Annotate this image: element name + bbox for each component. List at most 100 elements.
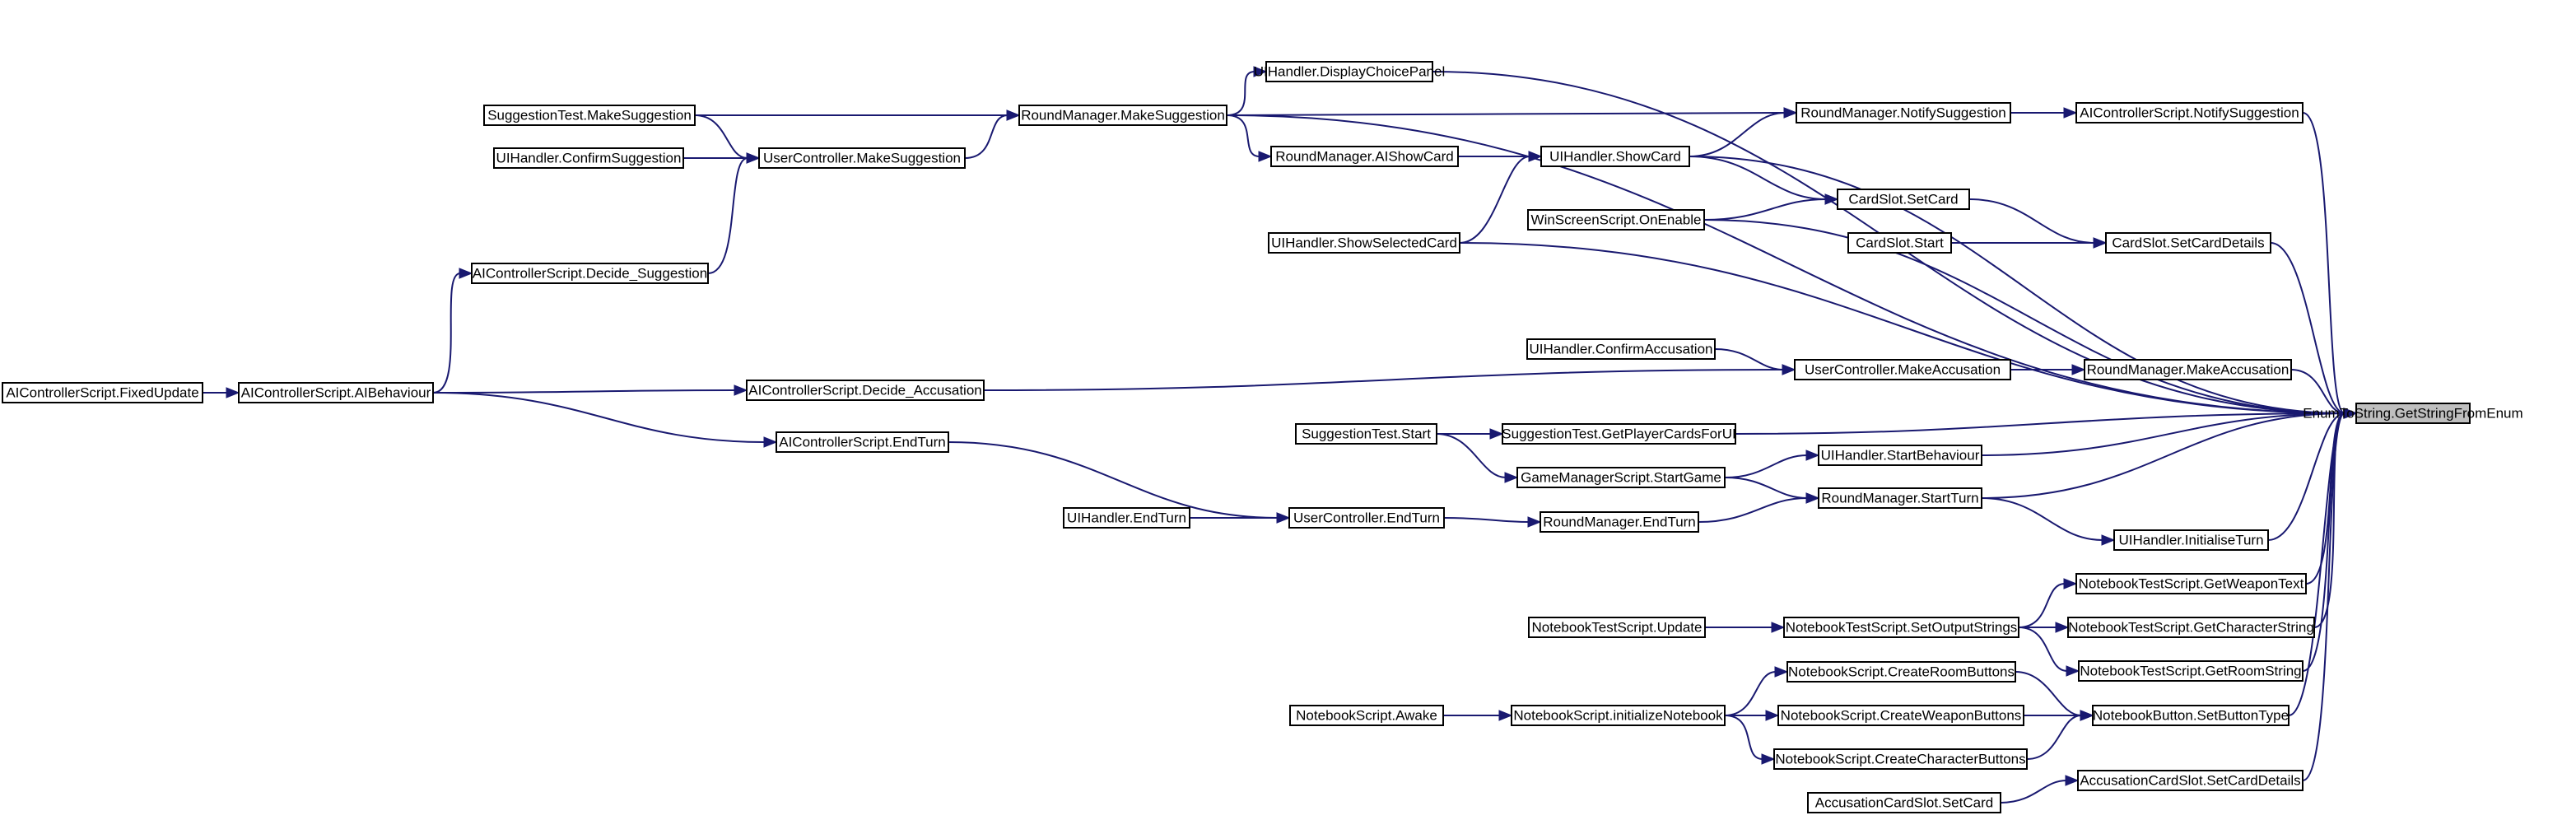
node-label-rmns: RoundManager.NotifySuggestion [1800, 105, 2006, 121]
node-nsin[interactable]: NotebookScript.initializeNotebook [1511, 705, 1726, 726]
edge-ntgw-to-root [2305, 412, 2345, 585]
node-box-ntup [1528, 617, 1706, 638]
node-uiet[interactable]: UIHandler.EndTurn [1063, 507, 1190, 529]
node-nscr[interactable]: NotebookScript.CreateRoomButtons [1786, 661, 2016, 683]
node-acns[interactable]: AIControllerScript.NotifySuggestion [2075, 102, 2303, 123]
node-nscc[interactable]: NotebookScript.CreateCharacterButtons [1773, 748, 2028, 770]
node-box-csscd [2105, 232, 2271, 254]
node-box-root [2355, 403, 2471, 424]
node-box-ntgc [2067, 617, 2315, 638]
edge-acds-to-ucms [707, 157, 748, 274]
edge-gmsg-to-rmst [1724, 477, 1808, 499]
node-box-nscw [1777, 705, 2024, 726]
edge-nsin-to-nscc [1724, 715, 1763, 760]
node-ucms[interactable]: UserController.MakeSuggestion [758, 147, 966, 169]
node-acab[interactable]: AIControllerScript.AIBehaviour [238, 382, 434, 403]
node-box-rmma [2084, 359, 2292, 380]
arrowhead-acscd-to-root [2343, 408, 2358, 419]
node-box-ntso [1783, 617, 2019, 638]
edge-csscd-to-root [2270, 242, 2345, 414]
node-label-gmsg: GameManagerScript.StartGame [1521, 470, 1721, 486]
node-uisc[interactable]: UIHandler.ShowCard [1540, 146, 1690, 167]
node-box-dcp [1265, 61, 1433, 82]
node-label-rmst: RoundManager.StartTurn [1821, 491, 1978, 506]
node-acet[interactable]: AIControllerScript.EndTurn [776, 431, 949, 453]
node-uiit[interactable]: UIHandler.InitialiseTurn [2113, 529, 2269, 551]
arrowhead-nsin-to-nscr [1774, 666, 1789, 678]
node-box-nbsb [2092, 705, 2290, 726]
node-box-stgp [1502, 423, 1736, 445]
node-rmms[interactable]: RoundManager.MakeSuggestion [1018, 105, 1227, 126]
node-label-acns: AIControllerScript.NotifySuggestion [2080, 105, 2299, 121]
node-ntgw[interactable]: NotebookTestScript.GetWeaponText [2075, 573, 2307, 594]
node-ucma[interactable]: UserController.MakeAccusation [1794, 359, 2011, 380]
node-rmns[interactable]: RoundManager.NotifySuggestion [1796, 102, 2011, 123]
node-box-stms [483, 105, 696, 126]
node-ntgc[interactable]: NotebookTestScript.GetCharacterString [2067, 617, 2315, 638]
node-label-stms: SuggestionTest.MakeSuggestion [487, 108, 692, 123]
node-ntup[interactable]: NotebookTestScript.Update [1528, 617, 1706, 638]
node-rmma[interactable]: RoundManager.MakeAccusation [2084, 359, 2292, 380]
arrowhead-stst-to-stgp [1489, 428, 1504, 440]
node-root[interactable]: EnumToString.GetStringFromEnum [2303, 403, 2523, 424]
node-nbsb[interactable]: NotebookButton.SetButtonType [2092, 705, 2290, 726]
node-cssc[interactable]: CardSlot.SetCard [1837, 189, 1970, 210]
node-label-uiet: UIHandler.EndTurn [1067, 510, 1186, 526]
node-uisb[interactable]: UIHandler.StartBehaviour [1818, 445, 1982, 466]
node-box-uissc [1268, 232, 1460, 254]
node-box-nscr [1786, 661, 2016, 683]
node-uica[interactable]: UIHandler.ConfirmAccusation [1526, 338, 1716, 360]
node-rmst[interactable]: RoundManager.StartTurn [1818, 487, 1982, 509]
arrowhead-acssc-to-acscd [2065, 775, 2080, 786]
node-acds[interactable]: AIControllerScript.Decide_Suggestion [471, 263, 709, 284]
node-label-nbsb: NotebookButton.SetButtonType [2093, 708, 2289, 724]
edge-stst-to-gmsg [1436, 433, 1507, 478]
node-label-rmma: RoundManager.MakeAccusation [2087, 362, 2290, 378]
node-box-uisb [1818, 445, 1982, 466]
node-box-acda [746, 380, 985, 401]
node-ucet[interactable]: UserController.EndTurn [1288, 507, 1445, 529]
node-acfu[interactable]: AIControllerScript.FixedUpdate [2, 382, 203, 403]
node-rmet[interactable]: RoundManager.EndTurn [1540, 511, 1699, 533]
node-box-nscc [1773, 748, 2028, 770]
node-box-uiit [2113, 529, 2269, 551]
node-label-ntup: NotebookTestScript.Update [1532, 620, 1703, 636]
node-stst[interactable]: SuggestionTest.Start [1295, 423, 1437, 445]
arrowhead-uissc-to-uisc [1528, 151, 1543, 162]
node-nsaw[interactable]: NotebookScript.Awake [1289, 705, 1444, 726]
node-label-acda: AIControllerScript.Decide_Accusation [748, 383, 981, 398]
node-dcp[interactable]: UIHandler.DisplayChoicePanel [1254, 61, 1445, 82]
arrowhead-rmms-to-rmasc [1258, 151, 1273, 162]
node-wsoe[interactable]: WinScreenScript.OnEnable [1527, 209, 1705, 231]
node-ntso[interactable]: NotebookTestScript.SetOutputStrings [1783, 617, 2019, 638]
node-uics[interactable]: UIHandler.ConfirmSuggestion [493, 147, 684, 169]
node-label-uica: UIHandler.ConfirmAccusation [1530, 342, 1713, 357]
edge-wsoe-to-root [1703, 219, 2345, 414]
node-box-nsaw [1289, 705, 1444, 726]
node-stms[interactable]: SuggestionTest.MakeSuggestion [483, 105, 696, 126]
node-gmsg[interactable]: GameManagerScript.StartGame [1516, 467, 1726, 488]
arrowhead-ucma-to-rmma [2071, 364, 2086, 375]
edge-rmms-to-rmns [1226, 112, 1786, 116]
edge-gmsg-to-uisb [1724, 454, 1808, 478]
arrowhead-ucms-to-rmms [1006, 109, 1021, 121]
arrowhead-csst-to-csscd [2093, 237, 2108, 249]
node-csscd[interactable]: CardSlot.SetCardDetails [2105, 232, 2271, 254]
node-box-rmns [1796, 102, 2011, 123]
node-uissc[interactable]: UIHandler.ShowSelectedCard [1268, 232, 1460, 254]
node-box-acfu [2, 382, 203, 403]
arrowhead-nscc-to-nbsb [2080, 710, 2094, 721]
node-acscd[interactable]: AccusationCardSlot.SetCardDetails [2077, 770, 2303, 791]
node-acssc[interactable]: AccusationCardSlot.SetCard [1807, 792, 2001, 813]
node-acda[interactable]: AIControllerScript.Decide_Accusation [746, 380, 985, 401]
node-stgp[interactable]: SuggestionTest.GetPlayerCardsForUI [1502, 423, 1736, 445]
node-csst[interactable]: CardSlot.Start [1847, 232, 1952, 254]
node-ntgr[interactable]: NotebookTestScript.GetRoomString [2078, 660, 2303, 682]
node-rmasc[interactable]: RoundManager.AIShowCard [1270, 146, 1459, 167]
node-box-uisc [1540, 146, 1690, 167]
node-nscw[interactable]: NotebookScript.CreateWeaponButtons [1777, 705, 2024, 726]
node-box-ntgw [2075, 573, 2307, 594]
node-box-stst [1295, 423, 1437, 445]
node-box-rmms [1018, 105, 1227, 126]
